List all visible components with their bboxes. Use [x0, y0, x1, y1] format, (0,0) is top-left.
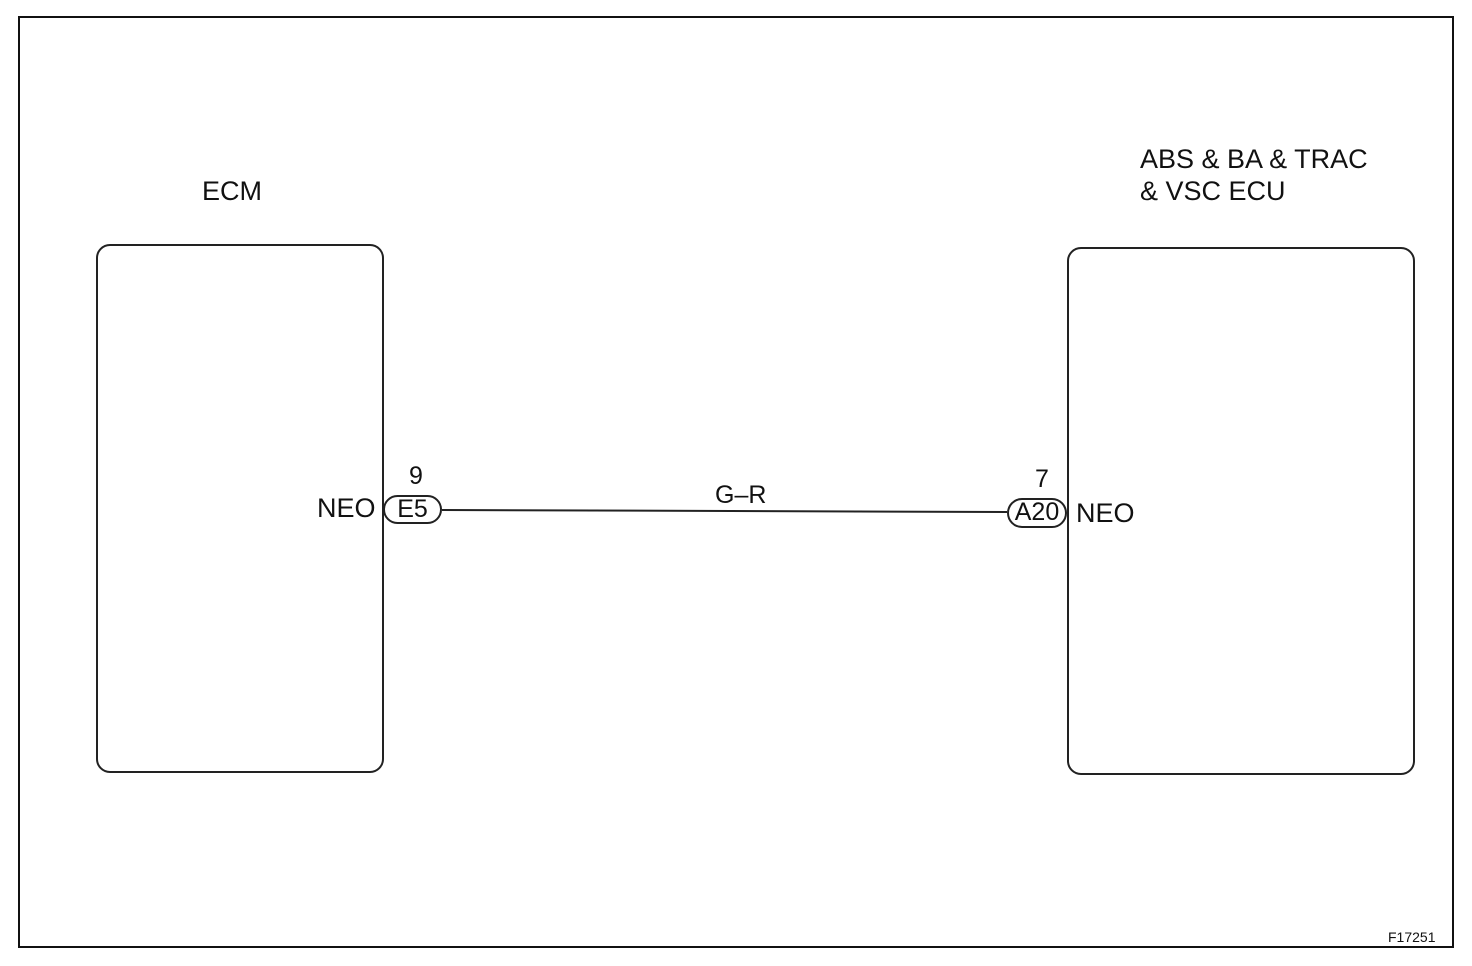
- abs-ecu-box: [1067, 247, 1415, 775]
- ecm-connector: E5: [383, 495, 442, 524]
- abs-ecu-terminal-label: NEO: [1076, 498, 1135, 528]
- abs-ecu-title-line2: & VSC ECU: [1140, 176, 1286, 206]
- figure-code: F17251: [1388, 929, 1436, 945]
- wire-color-code: G–R: [715, 481, 767, 509]
- abs-ecu-pin-number: 7: [1035, 465, 1049, 493]
- ecm-pin-number: 9: [409, 462, 423, 490]
- ecm-terminal-label: NEO: [317, 493, 376, 523]
- abs-ecu-connector: A20: [1007, 498, 1067, 528]
- diagram-frame: [18, 16, 1454, 948]
- abs-ecu-title-line1: ABS & BA & TRAC: [1140, 144, 1368, 174]
- signal-wire: [441, 509, 1008, 513]
- ecm-title: ECM: [202, 176, 262, 206]
- ecm-box: [96, 244, 384, 773]
